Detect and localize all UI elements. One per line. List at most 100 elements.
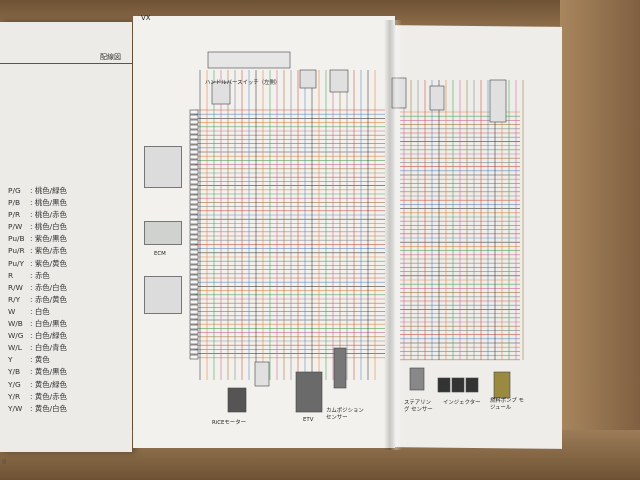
legend-code: Y [8, 355, 13, 365]
legend-row: R/W : 赤色/白色 [8, 282, 67, 294]
ecm-display [144, 221, 182, 245]
fuel-pump-label: 燃料ポンプ モジュール [490, 398, 524, 411]
legend-color-name: : 黄色/赤色 [30, 391, 67, 401]
legend-color-name: : 桃色/赤色 [30, 210, 67, 220]
rice-motor [227, 387, 247, 413]
legend-code: W/L [8, 343, 22, 353]
handlebar-switch-label: ハンドルバースイッチ（左側） [205, 80, 281, 86]
pin-connector [189, 329, 199, 335]
legend-color-name: : 白色 [30, 306, 50, 316]
legend-row: R/Y: 赤色/黄色 [8, 294, 67, 306]
legend-color-name: : 赤色/白色 [30, 282, 67, 292]
legend-color-name: : 黄色/白色 [30, 403, 67, 413]
pin-connector [189, 324, 199, 330]
legend-color-name: : 紫色/赤色 [30, 246, 67, 256]
legend-row: P/B : 桃色/黒色 [8, 197, 67, 209]
pin-connector [189, 234, 199, 240]
pin-connector [189, 169, 199, 175]
legend-code: W/B [8, 319, 23, 329]
legend-color-name: : 桃色/緑色 [30, 186, 67, 195]
pin-connector [189, 264, 199, 270]
header-rule [0, 63, 132, 64]
steering-sensor [409, 367, 425, 391]
legend-row: Pu/R: 紫色/赤色 [8, 245, 67, 257]
legend-code: Pu/B [8, 234, 25, 244]
legend-color-name: : 桃色/黒色 [30, 198, 67, 208]
pin-connector [189, 214, 199, 220]
cam-sensor-label: カムポジション センサー [326, 408, 364, 421]
legend-row: P/R: 桃色/赤色 [8, 209, 67, 221]
pin-connector [189, 239, 199, 245]
pin-connector [189, 274, 199, 280]
legend-row: W/B : 白色/黒色 [8, 318, 67, 330]
pin-connector [189, 254, 199, 260]
connector [391, 77, 407, 109]
cam-sensor [333, 347, 347, 389]
pin-connector [189, 249, 199, 255]
legend-row: W/L: 白色/青色 [8, 342, 67, 354]
pin-connector [189, 309, 199, 315]
legend-code: P/W [8, 222, 23, 232]
ecm-connector-b [144, 276, 182, 314]
pin-connector [189, 209, 199, 215]
legend-code: R/W [8, 282, 23, 292]
legend-color-name: : 桃色/白色 [30, 222, 67, 232]
legend-row: R: 赤色 [8, 270, 67, 282]
legend-color-name: : 紫色/黄色 [30, 258, 67, 268]
legend-code: Y/G [8, 379, 21, 389]
pin-connector [189, 124, 199, 130]
legend-code: P/B [8, 198, 21, 208]
pin-connector [189, 314, 199, 320]
switch-connector [211, 81, 231, 105]
pin-connector [189, 174, 199, 180]
pin-connector [189, 184, 199, 190]
legend-row: W : 白色 [8, 306, 67, 318]
pin-connector [189, 229, 199, 235]
ecm-connector-a [144, 146, 182, 188]
legend-row: Y: 黄色 [8, 354, 67, 366]
pin-connector [189, 289, 199, 295]
legend-row: Y/B: 黄色/黒色 [8, 366, 67, 378]
etv-unit [295, 371, 323, 413]
rice-motor-label: RiCEモーター [212, 420, 246, 426]
pin-connector [189, 344, 199, 350]
model-label: VX [141, 14, 151, 22]
handlebar-switch-connector [207, 51, 291, 69]
legend-code: W [8, 306, 16, 316]
legend-row: P/W : 桃色/白色 [8, 221, 67, 233]
pin-connector [189, 259, 199, 265]
legend-row: W/G: 白色/緑色 [8, 330, 67, 342]
pin-connector [189, 279, 199, 285]
pin-connector [189, 189, 199, 195]
book-fold-shadow [384, 20, 402, 450]
injector [437, 377, 451, 393]
pin-connector [189, 199, 199, 205]
pin-connector [189, 244, 199, 250]
legend-row: P/G : 桃色/緑色 [8, 185, 67, 197]
ecm-label: ECM [154, 251, 166, 257]
pin-connector [189, 219, 199, 225]
legend-color-name: : 白色/黒色 [30, 319, 67, 329]
legend-row: Y/W: 黄色/白色 [8, 403, 67, 415]
pin-connector [189, 109, 199, 115]
injector [465, 377, 479, 393]
pin-connector [189, 284, 199, 290]
pin-connector [189, 224, 199, 230]
pin-connector [189, 114, 199, 120]
pin-connector [189, 119, 199, 125]
connector [299, 69, 317, 89]
connector [489, 79, 507, 123]
pin-connector [189, 159, 199, 165]
connector [254, 361, 270, 387]
legend-code: P/G [8, 186, 21, 195]
pin-connector [189, 154, 199, 160]
etv-label: ETV [303, 417, 314, 423]
legend-code: Pu/Y [8, 258, 25, 268]
pin-connector [189, 164, 199, 170]
legend-color-name: : 紫色/黒色 [30, 234, 67, 244]
pin-connector [189, 179, 199, 185]
legend-row: Pu/Y : 紫色/黄色 [8, 258, 67, 270]
